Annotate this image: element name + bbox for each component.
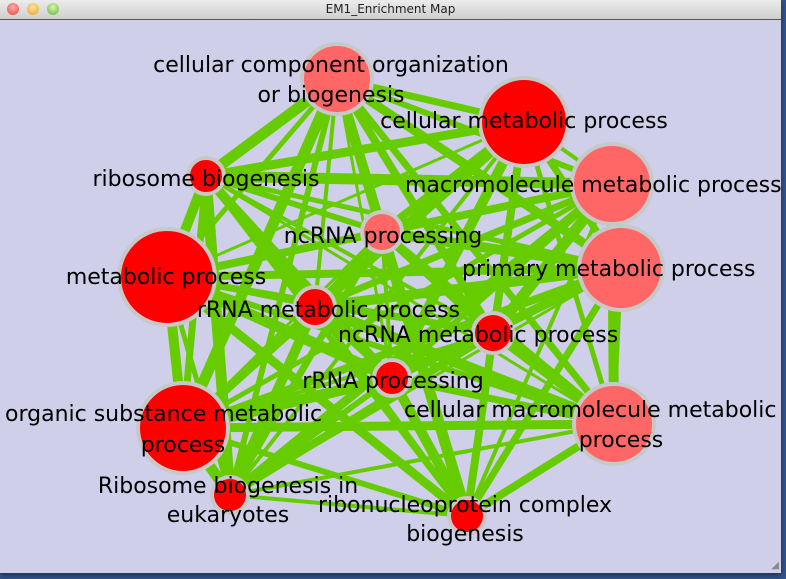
node-mmp[interactable] <box>570 142 654 226</box>
node-label-rncb: ribonucleoprotein complex <box>318 493 612 518</box>
edge-osmp-rncb[interactable] <box>182 425 468 519</box>
resize-grip-icon[interactable]: ◢ <box>771 560 779 571</box>
node-cmp[interactable] <box>478 76 570 168</box>
zoom-button[interactable] <box>47 3 59 15</box>
node-label-osmp: process <box>141 433 226 458</box>
node-label-ncp: ncRNA processing <box>284 224 482 249</box>
node-label-rncb: biogenesis <box>406 522 524 547</box>
edge-cmp-mp[interactable] <box>166 120 525 279</box>
node-label-rbe: Ribosome biogenesis in <box>98 474 358 499</box>
node-label-ncmp: ncRNA metabolic process <box>338 323 618 348</box>
edge-pmp-rmp[interactable] <box>314 263 622 312</box>
edge-rb-ncmp[interactable] <box>205 174 494 335</box>
edge-rb-ncp[interactable] <box>205 173 383 235</box>
edge-rmp-cmmp[interactable] <box>312 301 617 430</box>
node-label-mmp: macromolecule metabolic process <box>405 173 781 198</box>
node-mp[interactable] <box>117 227 217 327</box>
node-rb[interactable] <box>186 156 226 196</box>
edge-rb-mmp[interactable] <box>205 170 613 190</box>
node-label-cmmp: process <box>579 428 664 453</box>
node-ncp[interactable] <box>360 210 404 254</box>
window-title: EM1_Enrichment Map <box>325 2 456 16</box>
edge-ccob-rmp[interactable] <box>313 78 339 308</box>
node-label-mp: metabolic process <box>66 265 266 290</box>
node-label-ccob: cellular component organization <box>153 53 509 78</box>
edge-cmmp-osmp[interactable] <box>182 419 615 433</box>
node-label-ccob: or biogenesis <box>257 83 404 108</box>
node-rp[interactable] <box>372 358 412 398</box>
edge-rbe-rncb[interactable] <box>229 493 468 518</box>
title-bar[interactable]: EM1_Enrichment Map <box>0 0 781 20</box>
edge-rp-rncb[interactable] <box>387 375 472 519</box>
network-canvas[interactable]: cellular component organization or biogen… <box>0 20 781 573</box>
close-button[interactable] <box>7 3 19 15</box>
edge-cmp-rb[interactable] <box>205 117 525 181</box>
node-label-cmp: cellular metabolic process <box>380 109 668 134</box>
edge-pmp-osmp[interactable] <box>181 264 623 432</box>
node-cmmp[interactable] <box>572 382 656 466</box>
node-label-rmp: rRNA metabolic process <box>197 298 460 323</box>
node-label-pmp: primary metabolic process <box>462 257 755 282</box>
edge-mp-pmp[interactable] <box>166 264 622 281</box>
node-label-rb: ribosome biogenesis <box>92 167 319 192</box>
node-ncmp[interactable] <box>471 311 515 355</box>
node-label-rbe: eukaryotes <box>167 503 289 528</box>
edge-mmp-osmp[interactable] <box>181 181 614 431</box>
node-ccob[interactable] <box>300 42 374 116</box>
node-pmp[interactable] <box>577 224 665 312</box>
node-rbe[interactable] <box>210 475 250 515</box>
node-rmp[interactable] <box>293 285 337 329</box>
edge-ccob-cmmp[interactable] <box>334 76 617 427</box>
edge-ncmp-rbe[interactable] <box>227 329 496 499</box>
node-label-cmmp: cellular macromolecule metabolic <box>404 398 777 423</box>
node-rncb[interactable] <box>447 496 487 536</box>
node-label-rp: rRNA processing <box>302 369 483 394</box>
node-label-osmp: organic substance metabolic <box>5 402 322 427</box>
minimize-button[interactable] <box>27 3 39 15</box>
edge-rmp-rncb[interactable] <box>312 305 470 518</box>
node-osmp[interactable] <box>136 381 230 475</box>
nodes-layer: cellular component organization or biogen… <box>5 42 781 547</box>
edge-cmmp-rbe[interactable] <box>229 422 615 497</box>
edge-rp-rbe[interactable] <box>228 375 394 498</box>
edge-rmp-ncmp[interactable] <box>314 305 494 335</box>
